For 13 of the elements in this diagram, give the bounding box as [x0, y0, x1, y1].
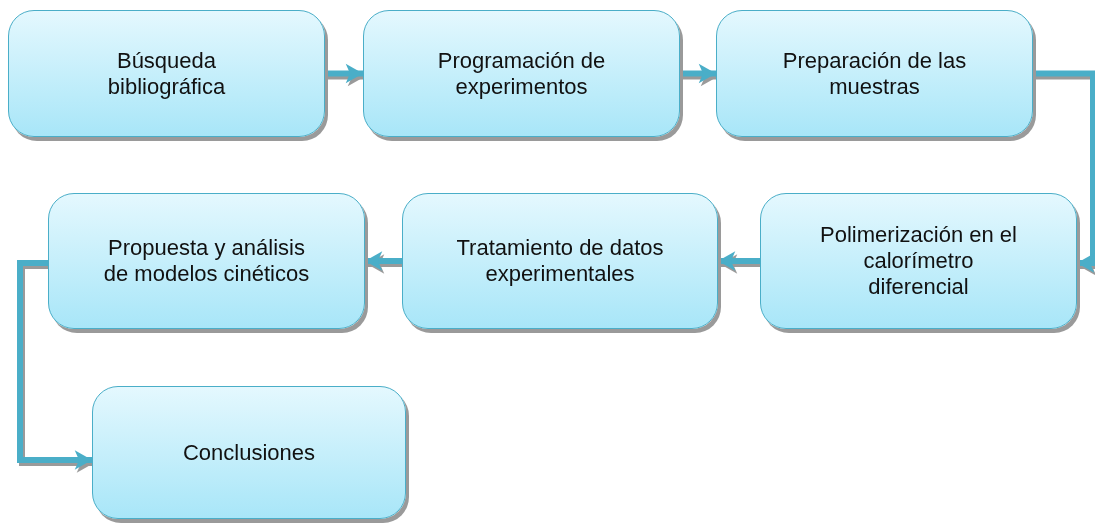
- box-label: Preparación de las muestras: [781, 47, 968, 100]
- arrow: [1033, 70, 1095, 273]
- arrow: [325, 63, 363, 84]
- arrow: [680, 63, 716, 84]
- arrow: [718, 251, 760, 271]
- box-label: Propuesta y análisis de modelos cinéticos: [102, 235, 311, 287]
- box-label: Tratamiento de datos experimentales: [455, 235, 665, 287]
- box-label: Conclusiones: [182, 439, 316, 466]
- box-label: Polimerización en el calorímetro diferencial: [819, 222, 1018, 300]
- box-label: Programación de experimentos: [436, 47, 607, 100]
- arrow: [365, 251, 402, 271]
- arrow: [17, 260, 92, 470]
- box-label: Búsqueda bibliográfica: [106, 47, 227, 100]
